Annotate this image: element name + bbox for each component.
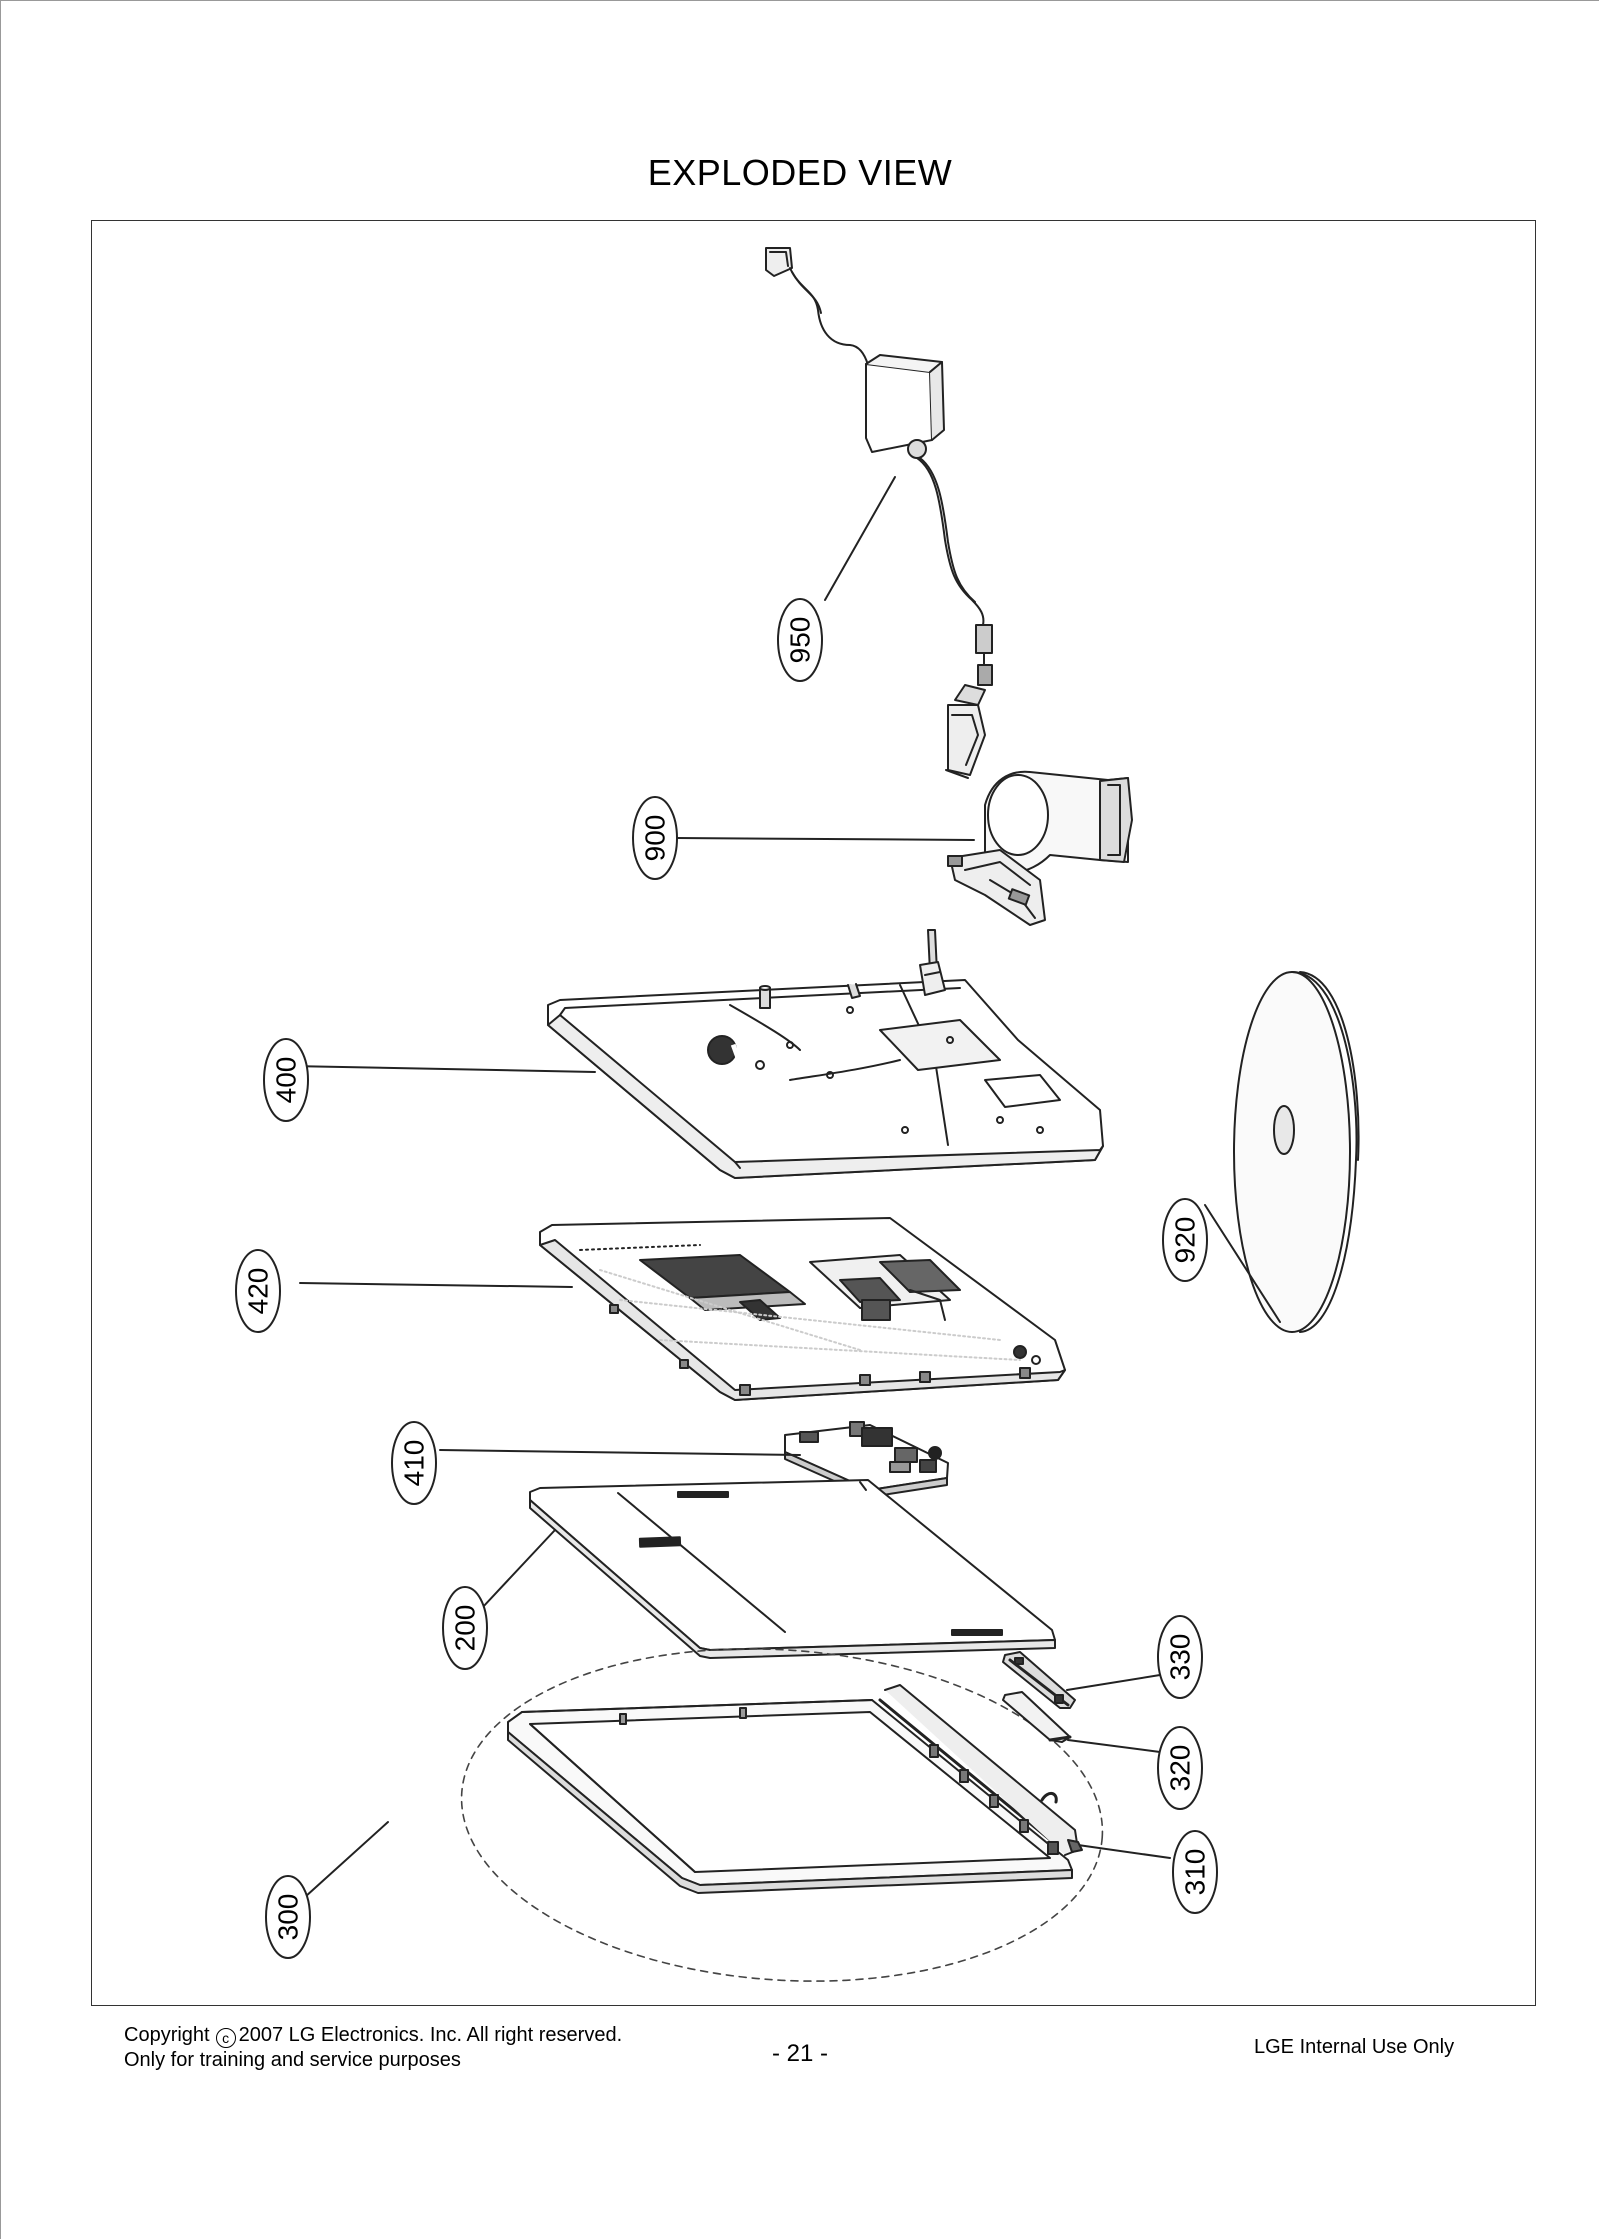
callout-300-label: 300	[273, 1894, 304, 1941]
callout-420: 420	[235, 1249, 281, 1333]
main-board-410	[784, 1421, 949, 1498]
callout-310: 310	[1172, 1830, 1218, 1914]
lcd-module-200	[529, 1479, 1056, 1659]
diagram-frame	[91, 220, 1536, 2006]
callout-420-label: 420	[243, 1268, 274, 1315]
callout-200: 200	[442, 1586, 488, 1670]
button-spring	[1040, 1792, 1058, 1804]
purpose-line: Only for training and service purposes	[124, 2049, 461, 2071]
callout-320-label: 320	[1165, 1745, 1196, 1792]
leader-310	[1077, 1844, 1171, 1859]
callout-200-label: 200	[450, 1605, 481, 1652]
callout-330-label: 330	[1165, 1634, 1196, 1681]
button-320	[1002, 1691, 1072, 1743]
leader-320	[1067, 1739, 1161, 1753]
copyright-icon: c	[215, 2028, 236, 2048]
callout-300: 300	[265, 1875, 311, 1959]
leader-300	[304, 1821, 389, 1898]
callout-920: 920	[1162, 1198, 1208, 1282]
leader-400	[289, 1065, 596, 1073]
callout-400: 400	[263, 1038, 309, 1122]
callout-920-label: 920	[1170, 1217, 1201, 1264]
callout-410-label: 410	[399, 1440, 430, 1487]
leader-200	[481, 1529, 556, 1609]
callout-320: 320	[1157, 1726, 1203, 1810]
callout-310-label: 310	[1180, 1849, 1211, 1896]
back-cover-400: LG	[547, 929, 1104, 1179]
leader-900	[675, 837, 975, 841]
leader-410	[439, 1449, 801, 1456]
lens-310	[1067, 1839, 1083, 1853]
front-cover-300	[507, 1684, 1079, 1894]
stand-neck-900	[947, 770, 1133, 926]
callout-330: 330	[1157, 1615, 1203, 1699]
power-adapter-950	[765, 247, 993, 779]
callout-900-label: 900	[640, 815, 671, 862]
leader-420	[299, 1282, 573, 1288]
page-number: - 21 -	[771, 2040, 828, 2067]
front-cover-assembly-outline	[460, 1648, 1104, 1982]
callout-410: 410	[391, 1421, 437, 1505]
copyright-prefix: Copyright	[124, 2024, 210, 2046]
leader-330	[1066, 1674, 1161, 1691]
page-title: EXPLODED VIEW	[647, 152, 953, 193]
callout-950-label: 950	[785, 617, 816, 664]
leader-950	[824, 476, 896, 601]
control-board-330	[1002, 1651, 1076, 1709]
callout-950: 950	[777, 598, 823, 682]
internal-use-notice: LGE Internal Use Only	[1254, 2036, 1455, 2058]
stand-base-920	[1233, 971, 1360, 1333]
leader-920	[1204, 1204, 1281, 1323]
callout-400-label: 400	[271, 1057, 302, 1104]
callout-900: 900	[632, 796, 678, 880]
copyright-text: 2007 LG Electronics. Inc. All right rese…	[238, 2024, 623, 2046]
shield-chassis-420	[539, 1217, 1066, 1401]
